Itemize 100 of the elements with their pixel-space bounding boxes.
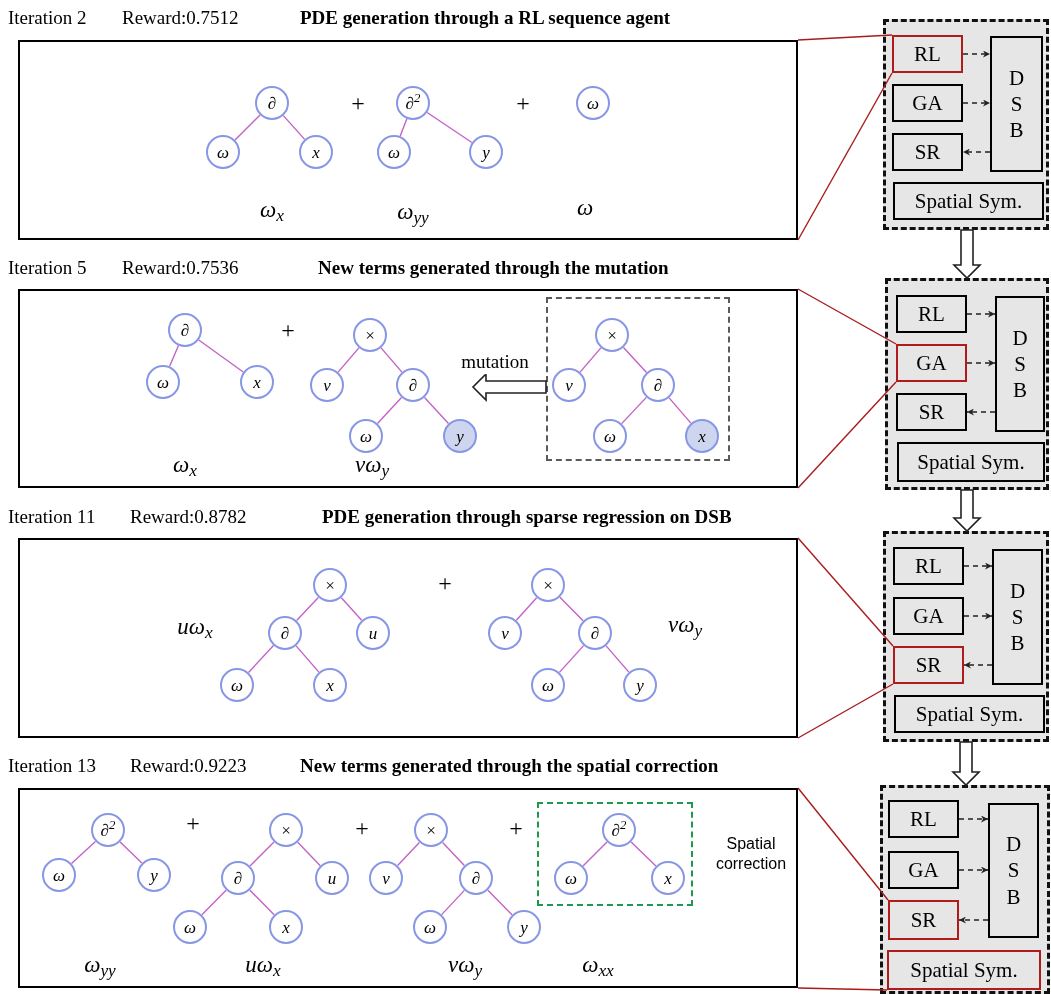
- tree-branch-line: [426, 111, 473, 144]
- dsb-box: D S B: [988, 803, 1039, 938]
- iteration-label: Iteration 5: [8, 255, 87, 280]
- module-panel: [883, 19, 1049, 230]
- dashed-arrow: [963, 612, 993, 620]
- term-label: ω$_{yy}$: [397, 197, 429, 230]
- iteration-label: Iteration 2: [8, 5, 87, 30]
- zoom-line: [797, 537, 894, 647]
- dashed-arrow: [966, 310, 996, 318]
- module-box: GA: [892, 84, 963, 122]
- module-box: GA: [888, 851, 959, 889]
- tree-branch-line: [201, 889, 227, 916]
- term-label: vω$_{y}$: [354, 450, 390, 483]
- module-box: SR: [893, 646, 964, 684]
- tree-branch-line: [295, 645, 320, 673]
- tree-branch-line: [282, 114, 306, 141]
- dsb-box: D S B: [990, 36, 1043, 172]
- module-panel: [883, 531, 1049, 742]
- tree-branch-line: [668, 397, 692, 424]
- term-label: ω$_{x}$: [260, 195, 284, 228]
- panel-title: New terms generated through the mutation: [318, 255, 669, 280]
- tree-branch-line: [515, 596, 538, 622]
- module-box: RL: [896, 295, 967, 333]
- zoom-line: [797, 987, 888, 991]
- tree-branch-line: [234, 114, 261, 141]
- module-box: SR: [896, 393, 967, 431]
- tree-branch-line: [440, 889, 466, 916]
- tree-branch-line: [295, 596, 320, 622]
- term-label: ω$_{xx}$: [582, 950, 614, 983]
- module-panel: [885, 278, 1049, 490]
- term-label: ω$_{yy}$: [84, 950, 116, 983]
- hollow-arrow: [952, 489, 982, 533]
- plus-sign: +: [281, 318, 295, 342]
- tree-branch-line: [376, 396, 403, 425]
- reward-score: Reward:0.7512: [122, 5, 239, 30]
- term-panel: [18, 538, 798, 738]
- mutation-source-box: [546, 297, 730, 461]
- module-box: RL: [888, 800, 959, 838]
- module-box: RL: [893, 547, 964, 585]
- tree-branch-line: [297, 841, 321, 867]
- dashed-arrow: [958, 916, 989, 924]
- dashed-arrow: [962, 148, 991, 156]
- term-label: uω$_{x}$: [177, 612, 213, 645]
- zoom-line: [797, 787, 889, 901]
- term-label: vω$_{y}$: [667, 610, 703, 643]
- term-panel: [18, 788, 798, 988]
- module-box: SR: [892, 133, 963, 171]
- module-box: Spatial Sym.: [894, 695, 1045, 733]
- dashed-arrow: [958, 866, 989, 874]
- tree-branch-line: [558, 644, 585, 674]
- plus-sign: +: [186, 811, 200, 835]
- module-box: RL: [892, 35, 963, 73]
- iteration-label: Iteration 13: [8, 753, 97, 778]
- panel-title: New terms generated through the spatial correction: [300, 753, 719, 778]
- dashed-arrow: [962, 50, 991, 58]
- tree-branch-line: [441, 841, 466, 867]
- term-panel: [18, 40, 798, 240]
- dashed-arrow: [962, 99, 991, 107]
- hollow-arrow: [952, 229, 982, 280]
- zoom-line: [797, 683, 894, 739]
- tree-branch-line: [620, 396, 648, 425]
- plus-sign: +: [516, 91, 530, 115]
- tree-branch-line: [340, 596, 363, 622]
- plus-sign: +: [351, 91, 365, 115]
- tree-branch-line: [622, 346, 648, 374]
- tree-branch-line: [247, 644, 275, 674]
- module-box: GA: [896, 344, 967, 382]
- term-label: uω$_{x}$: [245, 950, 281, 983]
- zoom-line: [797, 381, 897, 489]
- correction-box: [537, 802, 693, 906]
- dashed-arrow: [958, 815, 989, 823]
- dsb-box: D S B: [995, 296, 1045, 432]
- hollow-arrow: [471, 372, 547, 402]
- module-box: Spatial Sym.: [887, 950, 1041, 990]
- tree-branch-line: [119, 841, 143, 864]
- tree-branch-line: [249, 841, 275, 867]
- tree-branch-line: [579, 347, 602, 373]
- module-box: SR: [888, 900, 959, 940]
- zoom-line: [797, 288, 897, 345]
- term-label: vω$_{y}$: [447, 950, 483, 983]
- tree-branch-line: [559, 596, 584, 622]
- plus-sign: +: [438, 571, 452, 595]
- tree-branch-line: [198, 339, 244, 373]
- plus-sign: +: [355, 816, 369, 840]
- dashed-arrow: [963, 661, 993, 669]
- reward-score: Reward:0.8782: [130, 504, 247, 529]
- zoom-line: [797, 72, 893, 241]
- tree-branch-line: [380, 347, 403, 373]
- term-panel: [18, 289, 798, 488]
- term-label: ω$_{x}$: [173, 450, 197, 483]
- tree-branch-line: [582, 841, 608, 867]
- tree-branch-line: [423, 396, 450, 425]
- dashed-arrow: [966, 359, 996, 367]
- tree-branch-line: [70, 840, 97, 865]
- tree-branch-line: [168, 344, 180, 368]
- module-box: Spatial Sym.: [897, 442, 1045, 482]
- tree-branch-line: [396, 841, 421, 867]
- dashed-arrow: [963, 562, 993, 570]
- tree-branch-line: [630, 841, 657, 867]
- dashed-arrow: [966, 408, 996, 416]
